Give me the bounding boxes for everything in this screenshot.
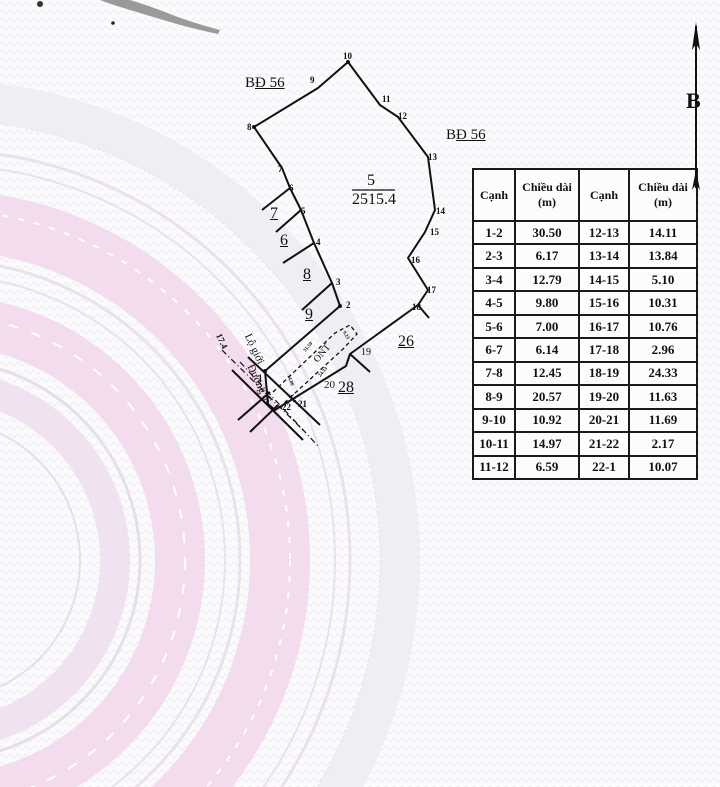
vertex-label-18: 18	[412, 302, 421, 312]
header-edge-1: Cạnh	[472, 168, 516, 222]
vertex-label-22: 22	[282, 402, 291, 412]
vertex-label-16: 16	[411, 255, 420, 265]
neighbor-parcel-7: 7	[270, 205, 278, 222]
vertex-label-12: 12	[398, 111, 407, 121]
parcel-area: 2515.4	[352, 191, 396, 208]
parcel-boundary	[253, 61, 436, 411]
neighbor-parcel-26: 26	[398, 333, 414, 350]
neighbor-parcel-6: 6	[280, 232, 288, 249]
header-length-1: Chiều dài(m)	[514, 168, 580, 222]
vertex-label-8: 8	[247, 122, 252, 132]
vertex-label-17: 17	[427, 285, 436, 295]
neighbor-map-label-right: BĐ 56	[446, 127, 486, 143]
vertex-label-3: 3	[336, 277, 341, 287]
vertex-label-14: 14	[436, 206, 445, 216]
vertex-label-1: 1	[258, 373, 263, 383]
header-length-2: Chiều dài(m)	[628, 168, 698, 222]
parcel-number: 5	[367, 172, 375, 189]
vertex-label-15: 15	[430, 227, 439, 237]
vertex-label-19: 19	[361, 347, 371, 358]
north-letter: B	[686, 88, 701, 113]
header-edge-2: Cạnh	[578, 168, 630, 222]
vertex-label-10: 10	[343, 51, 352, 61]
neighbor-parcel-8: 8	[303, 266, 311, 283]
vertex-label-7: 7	[278, 164, 283, 174]
vertex-label-5: 5	[301, 206, 306, 216]
neighbor-parcel-28: 28	[338, 379, 354, 396]
vertex-label-13: 13	[428, 152, 437, 162]
vertex-label-2: 2	[346, 300, 351, 310]
vertex-label-6: 6	[289, 183, 294, 193]
scan-smudge	[37, 0, 220, 34]
neighbor-map-label-top-left: BĐ 56	[245, 75, 285, 91]
vertex-label-4: 4	[316, 237, 321, 247]
neighbor-parcel-9: 9	[305, 306, 313, 323]
north-arrow-icon	[692, 22, 700, 190]
vertex-label-11: 11	[382, 94, 391, 104]
vertex-label-21: 21	[298, 399, 307, 409]
vertex-label-20: 20	[324, 379, 335, 391]
vertex-label-9: 9	[310, 75, 315, 85]
